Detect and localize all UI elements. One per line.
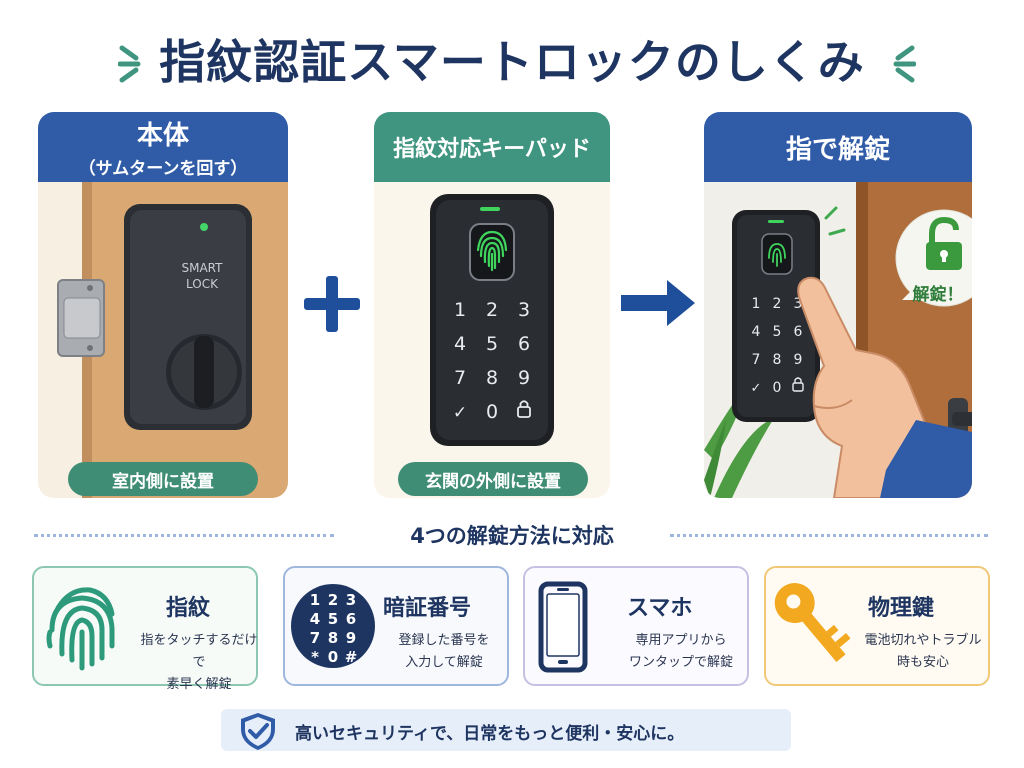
sparkle-left-icon xyxy=(118,45,141,83)
divider-right xyxy=(670,534,988,537)
sparkle-right-icon xyxy=(893,45,916,83)
method-desc: 指をタッチするだけで 素早く解錠 xyxy=(140,633,258,692)
unlock-header: 指で解錠 xyxy=(704,112,972,182)
method-name: スマホ xyxy=(627,596,693,621)
unlock-panel: 1 2 3 4 5 6 7 8 9 ✓ 0 xyxy=(704,150,972,498)
method-name: 指紋 xyxy=(166,596,211,621)
fingerprint-icon xyxy=(768,243,786,267)
keypad-key: 1 xyxy=(454,299,466,321)
svg-text:8: 8 xyxy=(328,629,338,647)
keypad-panel: 1 2 3 4 5 6 7 8 9 ✓ 0 xyxy=(374,150,610,498)
keypad-check-key: ✓ xyxy=(751,381,762,396)
method-name: 暗証番号 xyxy=(383,596,472,621)
svg-text:4: 4 xyxy=(310,610,320,628)
keypad-title: 指紋対応キーパッド xyxy=(393,137,591,162)
lock-body-panel: SMART LOCK xyxy=(38,150,288,498)
section-title: 4つの解錠方法に対応 xyxy=(410,524,614,548)
indoor-badge: 室内側に設置 xyxy=(68,462,258,496)
shield-check-icon xyxy=(241,713,275,750)
page-title: 指紋認証スマートロックのしくみ xyxy=(159,35,865,89)
method-card-pin: 1 2 3 4 5 6 7 8 9 * 0 # 暗証番号 登録した番号を 入力し… xyxy=(283,566,509,686)
svg-text:2: 2 xyxy=(328,591,338,609)
keypad-key: 5 xyxy=(773,324,782,340)
keypad-key: 0 xyxy=(486,401,498,423)
keypad-key: 1 xyxy=(752,296,761,312)
keypad-key: 6 xyxy=(794,324,803,340)
keypad-key: 8 xyxy=(773,352,782,368)
keypad-key: 3 xyxy=(518,299,530,321)
footer-banner: 高いセキュリティで、日常をもっと便利・安心に。 xyxy=(221,709,791,751)
keypad-key: 9 xyxy=(794,352,803,368)
keypad-icon: 1 2 3 4 5 6 7 8 9 * 0 # xyxy=(291,584,375,668)
svg-text:7: 7 xyxy=(310,629,320,647)
smartphone-icon xyxy=(538,581,588,673)
key-icon xyxy=(774,583,851,663)
device-label-smart: SMART xyxy=(182,261,224,275)
keypad-key: 2 xyxy=(486,299,498,321)
keypad-header: 指紋対応キーパッド xyxy=(374,112,610,182)
method-desc: 登録した番号を 入力して解錠 xyxy=(398,633,490,670)
motion-lines-icon xyxy=(824,206,846,236)
fingerprint-icon xyxy=(476,230,508,272)
method-desc: 専用アプリから ワンタップで解錠 xyxy=(628,633,733,670)
svg-text:6: 6 xyxy=(346,610,356,628)
svg-text:3: 3 xyxy=(346,591,356,609)
svg-text:5: 5 xyxy=(328,610,338,628)
svg-text:*: * xyxy=(311,648,319,666)
svg-text:#: # xyxy=(345,648,358,666)
keypad-key: 0 xyxy=(773,380,782,396)
divider-left xyxy=(34,534,334,537)
unlock-bubble-text: 解錠！ xyxy=(913,284,964,305)
lock-body-title: 本体 xyxy=(136,121,189,151)
keypad-check-key: ✓ xyxy=(453,403,467,423)
keypad-key: 5 xyxy=(486,333,498,355)
lock-icon xyxy=(792,377,804,392)
lock-body-subtitle: （サムターンを回す） xyxy=(78,159,248,179)
outdoor-badge: 玄関の外側に設置 xyxy=(398,462,588,496)
arrow-right-icon xyxy=(621,280,695,326)
keypad-key: 8 xyxy=(486,367,498,389)
method-card-smartphone: スマホ 専用アプリから ワンタップで解錠 xyxy=(523,566,749,686)
svg-text:1: 1 xyxy=(310,591,320,609)
svg-text:9: 9 xyxy=(346,629,356,647)
keypad-key: 7 xyxy=(752,352,761,368)
keypad-key: 4 xyxy=(752,324,761,340)
device-label-lock: LOCK xyxy=(186,277,219,291)
hand-pointing-icon xyxy=(797,276,972,498)
method-desc: 電池切れやトラブル 時も安心 xyxy=(864,633,982,670)
svg-text:0: 0 xyxy=(328,648,338,666)
unlock-title: 指で解錠 xyxy=(785,134,890,165)
keypad-key: 6 xyxy=(518,333,530,355)
lock-icon xyxy=(517,400,531,418)
lock-body-header: 本体 （サムターンを回す） xyxy=(38,112,288,182)
keypad-key: 3 xyxy=(794,296,803,312)
fingerprint-icon xyxy=(46,587,115,671)
plus-icon xyxy=(304,276,360,332)
keypad-key: 9 xyxy=(518,367,530,389)
keypad-key: 7 xyxy=(454,367,466,389)
keypad-key: 2 xyxy=(773,296,782,312)
method-name: 物理鍵 xyxy=(868,596,935,621)
method-card-key: 物理鍵 電池切れやトラブル 時も安心 xyxy=(764,566,990,686)
method-card-fingerprint: 指紋 指をタッチするだけで 素早く解錠 xyxy=(32,566,258,692)
footer-text: 高いセキュリティで、日常をもっと便利・安心に。 xyxy=(295,724,685,744)
keypad-key: 4 xyxy=(454,333,466,355)
unlock-padlock-icon xyxy=(926,216,962,270)
